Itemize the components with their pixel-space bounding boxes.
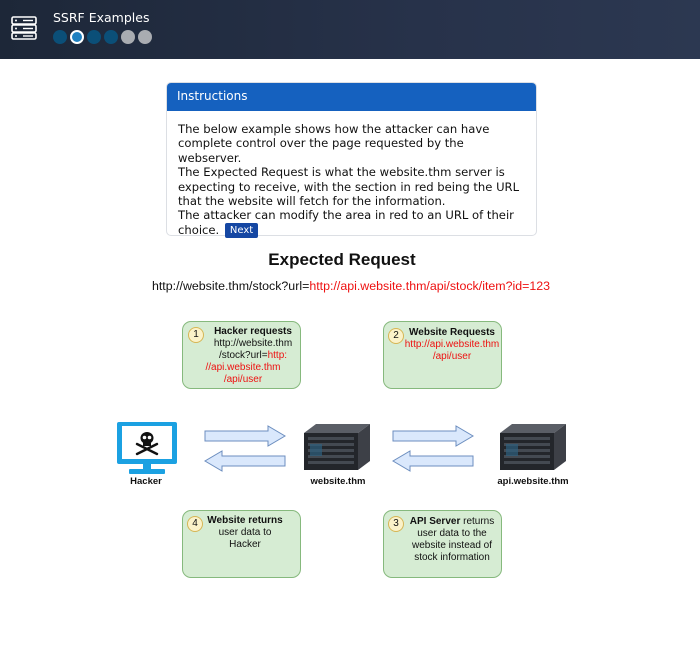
step-1-line1: http://website.thm [213, 338, 293, 349]
step-1-red1: http: [267, 350, 288, 361]
step-1-title: Hacker requests [214, 326, 292, 337]
top-bar: SSRF Examples [0, 0, 700, 59]
step-4-line2: Hacker [229, 539, 261, 550]
step-badge-3: 3 [388, 516, 404, 532]
step-1-line2: /stock?url= [218, 350, 268, 361]
instructions-header: Instructions [167, 83, 536, 111]
step-4-line1: user data to [218, 527, 272, 538]
api-server-icon [500, 424, 566, 470]
expected-request-url: http://website.thm/stock?url=http://api.… [0, 279, 700, 293]
step-note-4: 4 Website returns user data to Hacker [182, 510, 301, 578]
instructions-body: The below example shows how the attacker… [167, 111, 536, 238]
hacker-monitor-icon [117, 422, 177, 474]
website-server-icon [304, 424, 370, 470]
step-4-title: Website returns [207, 515, 283, 526]
step-indicator-6[interactable] [138, 30, 152, 44]
arrow-left-icon [392, 450, 474, 472]
instructions-text-3: The attacker can modify the area in red … [178, 208, 525, 238]
step-2-red1: http://api.website.thm [404, 339, 500, 350]
arrow-left-icon [204, 450, 286, 472]
step-note-1-text: Hacker requests http://website.thm /stoc… [207, 326, 299, 362]
step-indicator-2[interactable] [70, 30, 84, 44]
step-3-line1: user data to the [417, 528, 487, 539]
step-note-3-text: API Server returns [404, 516, 500, 528]
step-progress [53, 30, 152, 44]
step-3-line2: website instead of [411, 540, 493, 551]
step-3-line3: stock information [414, 552, 490, 563]
step-indicator-1[interactable] [53, 30, 67, 44]
website-label: website.thm [310, 476, 366, 487]
app-title: SSRF Examples [53, 10, 150, 25]
arrow-right-icon [392, 425, 474, 447]
step-note-1-payload: //api.website.thm /api/user [187, 362, 299, 386]
step-2-title: Website Requests [409, 327, 495, 338]
step-1-red3: /api/user [223, 374, 263, 385]
step-indicator-3[interactable] [87, 30, 101, 44]
step-1-red2: //api.website.thm [205, 362, 281, 373]
expected-request-title: Expected Request [268, 250, 416, 269]
step-note-2-text: Website Requests [404, 327, 500, 339]
step-badge-1: 1 [188, 327, 204, 343]
hacker-label: Hacker [130, 476, 162, 487]
instructions-text-2: The Expected Request is what the website… [178, 165, 520, 209]
step-indicator-4[interactable] [104, 30, 118, 44]
step-note-1: 1 Hacker requests http://website.thm /st… [182, 321, 301, 389]
step-badge-4: 4 [187, 516, 203, 532]
step-badge-2: 2 [388, 328, 404, 344]
instructions-card: Instructions The below example shows how… [166, 82, 537, 238]
step-note-2-payload: http://api.website.thm /api/user [388, 339, 516, 363]
step-indicator-5[interactable] [121, 30, 135, 44]
step-note-4-text: Website returns user data to Hacker [205, 515, 285, 551]
step-2-red2: /api/user [432, 351, 472, 362]
step-3-rest: returns [460, 516, 495, 527]
step-note-3-body: user data to the website instead of stoc… [388, 528, 516, 564]
url-payload: http://api.website.thm/api/stock/item?id… [309, 279, 551, 293]
api-label: api.website.thm [497, 476, 569, 487]
server-rack-icon [11, 16, 37, 40]
step-note-2: 2 Website Requests http://api.website.th… [383, 321, 502, 389]
next-button[interactable]: Next [224, 222, 259, 238]
url-prefix: http://website.thm/stock?url= [151, 279, 310, 293]
step-note-3: 3 API Server returns user data to the we… [383, 510, 502, 578]
arrow-right-icon [204, 425, 286, 447]
instructions-text-1: The below example shows how the attacker… [178, 122, 490, 165]
instructions-text-3-content: The attacker can modify the area in red … [178, 208, 514, 237]
step-3-title: API Server [409, 516, 461, 527]
